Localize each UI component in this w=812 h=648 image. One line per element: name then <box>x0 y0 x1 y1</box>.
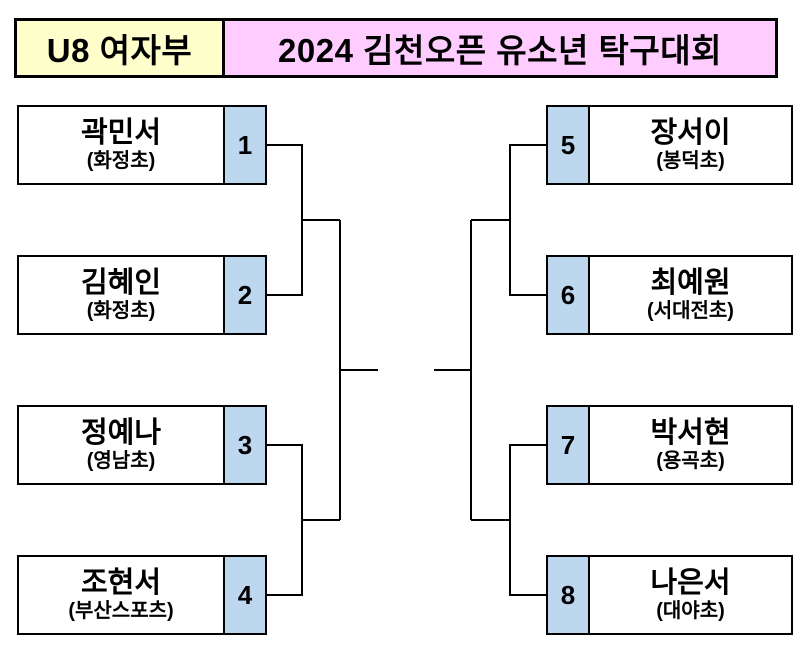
seed-number: 3 <box>223 407 265 483</box>
player-school: (화정초) <box>86 300 156 323</box>
tournament-title: 2024 김천오픈 유소년 탁구대회 <box>225 21 775 75</box>
player-info: 최예원 (서대전초) <box>590 257 791 333</box>
player-info: 박서현 (용곡초) <box>590 407 791 483</box>
player-info: 나은서 (대야초) <box>590 557 791 633</box>
player-school: (용곡초) <box>656 450 725 473</box>
player-entry-seed-6: 6 최예원 (서대전초) <box>546 255 793 335</box>
player-entry-seed-1: 곽민서 (화정초) 1 <box>17 105 267 185</box>
seed-number: 4 <box>223 557 265 633</box>
tournament-header: U8 여자부 2024 김천오픈 유소년 탁구대회 <box>14 18 778 78</box>
division-label: U8 여자부 <box>17 21 225 75</box>
player-info: 정예나 (영남초) <box>19 407 223 483</box>
player-name: 나은서 <box>650 566 731 599</box>
player-school: (서대전초) <box>647 300 734 323</box>
seed-number: 5 <box>548 107 590 183</box>
player-entry-seed-8: 8 나은서 (대야초) <box>546 555 793 635</box>
player-name: 박서현 <box>650 416 731 449</box>
seed-number: 2 <box>223 257 265 333</box>
seed-number: 7 <box>548 407 590 483</box>
player-entry-seed-2: 김혜인 (화정초) 2 <box>17 255 267 335</box>
player-info: 곽민서 (화정초) <box>19 107 223 183</box>
player-name: 김혜인 <box>80 266 162 299</box>
player-name: 조현서 <box>80 566 162 599</box>
player-entry-seed-5: 5 장서이 (봉덕초) <box>546 105 793 185</box>
player-school: (대야초) <box>656 600 725 623</box>
player-entry-seed-3: 정예나 (영남초) 3 <box>17 405 267 485</box>
player-school: (영남초) <box>86 450 156 473</box>
player-entry-seed-4: 조현서 (부산스포츠) 4 <box>17 555 267 635</box>
seed-number: 1 <box>223 107 265 183</box>
player-entry-seed-7: 7 박서현 (용곡초) <box>546 405 793 485</box>
player-info: 장서이 (봉덕초) <box>590 107 791 183</box>
player-name: 정예나 <box>80 416 162 449</box>
player-info: 김혜인 (화정초) <box>19 257 223 333</box>
player-school: (부산스포츠) <box>68 600 174 623</box>
player-name: 장서이 <box>650 116 731 149</box>
player-info: 조현서 (부산스포츠) <box>19 557 223 633</box>
player-school: (화정초) <box>86 150 156 173</box>
player-name: 최예원 <box>650 266 731 299</box>
player-school: (봉덕초) <box>656 150 725 173</box>
seed-number: 8 <box>548 557 590 633</box>
seed-number: 6 <box>548 257 590 333</box>
player-name: 곽민서 <box>80 116 162 149</box>
